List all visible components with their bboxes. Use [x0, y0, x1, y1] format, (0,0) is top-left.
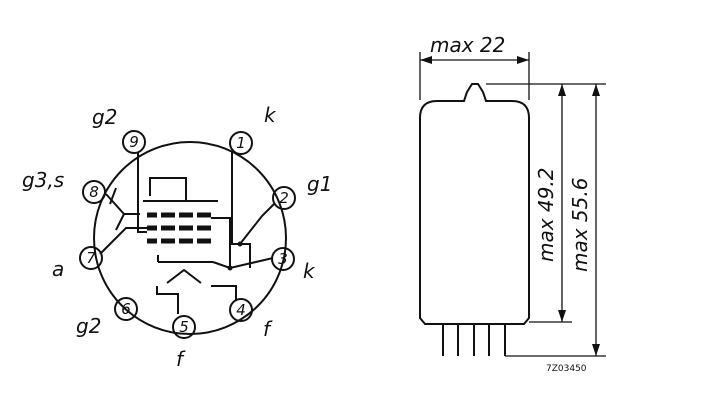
pin-7-number: 7: [86, 249, 96, 267]
pin-5-label: f: [176, 347, 186, 371]
base-pins: [442, 324, 506, 356]
pin-9: 9: [122, 130, 146, 154]
pin-8-number: 8: [89, 183, 99, 201]
pin-3-number: 3: [278, 250, 288, 268]
pin-3: 3: [271, 247, 295, 271]
bulb-outline: [419, 83, 530, 325]
pin-2: 2: [272, 186, 296, 210]
pin-6-number: 6: [121, 300, 131, 318]
pin-8: 8: [82, 180, 106, 204]
pin-1-number: 1: [236, 134, 246, 152]
pin-4: 4: [229, 298, 253, 322]
drawing-code: 7Z03450: [546, 364, 587, 374]
pin-6: 6: [114, 297, 138, 321]
pin-1: 1: [229, 131, 253, 155]
width-label: max 22: [430, 33, 505, 57]
electrode-structure: [99, 152, 275, 314]
pin-8-label: g3,s: [22, 168, 64, 192]
pin-4-number: 4: [236, 301, 246, 319]
pin-1-label: k: [264, 103, 277, 127]
overall-height-dimension: max 55.6: [505, 83, 606, 357]
pin-9-label: g2: [92, 105, 117, 129]
pin-7: 7: [79, 246, 103, 270]
pin-6-label: g2: [76, 314, 101, 338]
pin-3-label: k: [303, 259, 316, 283]
pin-5-number: 5: [179, 318, 189, 336]
pin-9-number: 9: [129, 133, 139, 151]
overall-height-label: max 55.6: [568, 178, 592, 272]
pin-4-label: f: [263, 317, 273, 341]
base-connection-diagram: 1 2 3 4 5 6 7 8: [22, 103, 332, 371]
pin-2-number: 2: [279, 189, 289, 207]
body-height-label: max 49.2: [534, 168, 558, 262]
body-height-dimension: max 49.2: [486, 83, 572, 323]
outline-drawing: max 22 max 49.2 max 55.6 7Z03450: [419, 33, 606, 374]
envelope-circle: [93, 141, 287, 335]
width-dimension: max 22: [419, 33, 530, 100]
pin-5: 5: [172, 315, 196, 339]
pin-7-label: a: [52, 257, 64, 281]
pin-2-label: g1: [307, 172, 332, 196]
